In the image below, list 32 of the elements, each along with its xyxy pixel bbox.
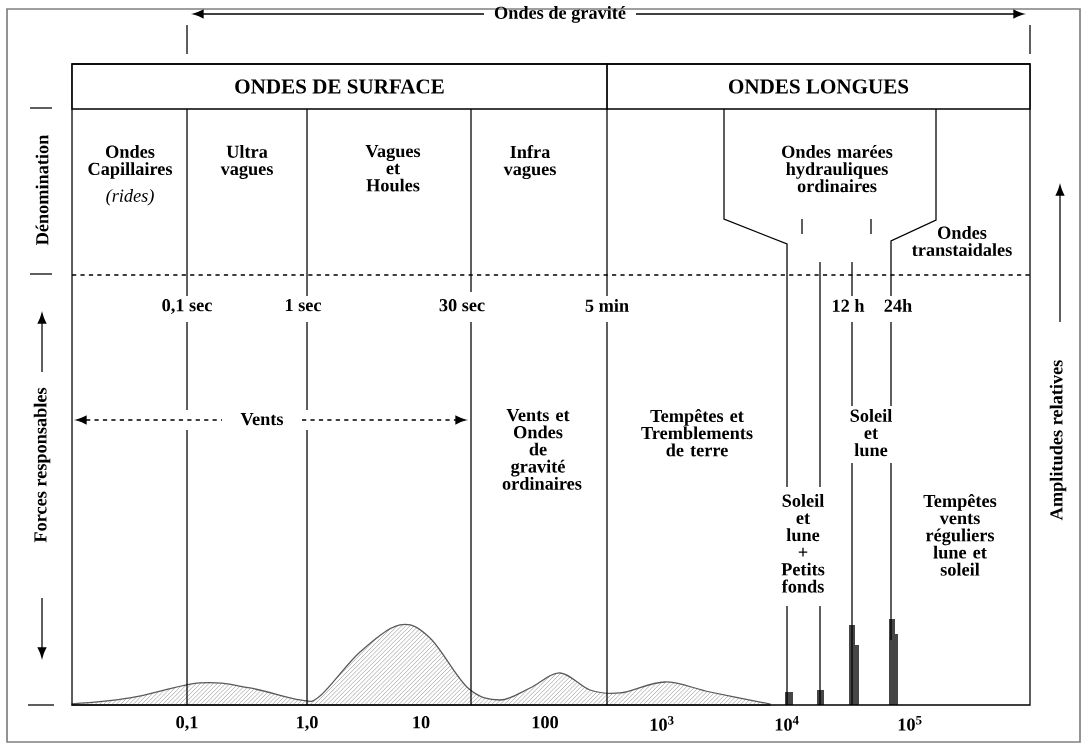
band-header: ONDES DE SURFACE: [71, 63, 608, 110]
tick-label: 0,1: [176, 716, 198, 731]
axis-title: Dénomination: [35, 134, 49, 245]
axis-title: Amplitudes relatives: [1049, 360, 1067, 521]
tick-label: 10$^{3}$: [650, 716, 674, 731]
period-label: 24h: [884, 299, 912, 312]
period-label: 30 sec: [439, 299, 485, 312]
band-header: ONDES LONGUES: [606, 63, 1031, 110]
span-label: Ondes de gravité: [494, 6, 626, 23]
category-label: Infra vagues: [503, 145, 556, 180]
period-label: 1 sec: [285, 299, 322, 312]
period-label: 12 h: [832, 299, 865, 312]
category-label: Ondes Capillaires: [88, 145, 173, 179]
category-label: Ultra vagues: [220, 145, 273, 179]
force-label: Vents et Ondes de gravité ordinaires: [502, 409, 582, 490]
period-label: 0,1 sec: [162, 299, 212, 314]
force-label: Soleil et lune: [850, 409, 892, 457]
tick-label: 10$^{4}$: [775, 716, 799, 731]
force-label: Tempêtes vents réguliers lune et soleil: [923, 494, 997, 576]
category-label: Ondes marées hydrauliques ordinaires: [782, 145, 893, 193]
force-label: Tempêtes et Tremblements de terre: [641, 409, 753, 457]
tick-label: 10: [413, 716, 430, 729]
category-label: Vagues et Houles: [365, 145, 421, 192]
period-label: 5 min: [585, 299, 629, 312]
force-label: Soleil et lune + Petits fonds: [781, 494, 825, 593]
force-label: Vents: [240, 413, 284, 426]
tick-label: 10$^{5}$: [898, 716, 922, 731]
axis-title: Forces responsables: [33, 387, 51, 543]
category-label: Ondes transtaidales: [912, 226, 1012, 257]
tick-label: 1,0: [297, 716, 318, 731]
tick-label: 100: [532, 716, 558, 729]
category-note: (rides): [106, 189, 154, 206]
